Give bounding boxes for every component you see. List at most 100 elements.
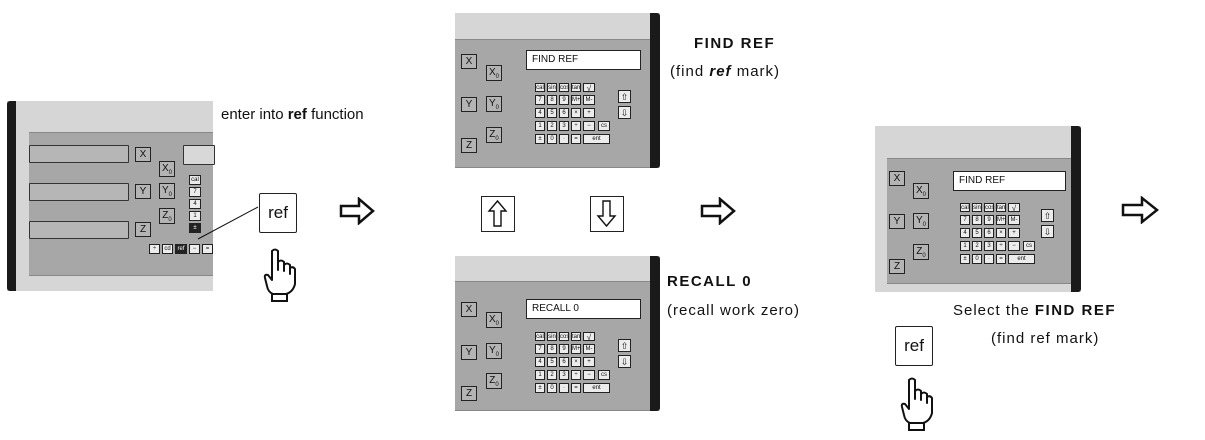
axis-key-x[interactable]: X bbox=[461, 54, 477, 69]
key-plusminus[interactable]: ± bbox=[960, 254, 970, 264]
key-cs[interactable]: cs bbox=[1023, 241, 1035, 251]
side-key-plusminus[interactable]: ± bbox=[189, 223, 201, 233]
key-dot[interactable]: · bbox=[984, 254, 994, 264]
key-7[interactable]: 7 bbox=[960, 215, 970, 225]
axis-key-x[interactable]: X bbox=[461, 302, 477, 317]
zero-key-y[interactable]: Y0 bbox=[486, 343, 502, 359]
zero-key-y[interactable]: Y0 bbox=[486, 96, 502, 112]
key-eq[interactable]: = bbox=[571, 383, 581, 393]
zero-key-x[interactable]: X0 bbox=[159, 161, 175, 177]
axis-key-x[interactable]: X bbox=[889, 171, 905, 186]
bottom-key-ref[interactable]: ref bbox=[175, 244, 187, 254]
zero-key-y[interactable]: Y0 bbox=[159, 183, 175, 199]
zero-key-z[interactable]: Z0 bbox=[159, 208, 175, 224]
key-4[interactable]: 4 bbox=[960, 228, 970, 238]
page-down-key-icon[interactable]: ⇩ bbox=[618, 355, 631, 368]
key-minus[interactable]: − bbox=[583, 370, 595, 380]
key-3[interactable]: 3 bbox=[559, 370, 569, 380]
key-7[interactable]: 7 bbox=[535, 344, 545, 354]
page-up-key-icon[interactable]: ⇧ bbox=[618, 90, 631, 103]
key-9[interactable]: 9 bbox=[984, 215, 994, 225]
key-3[interactable]: 3 bbox=[984, 241, 994, 251]
key-ent[interactable]: ent bbox=[583, 134, 610, 144]
key-5[interactable]: 5 bbox=[972, 228, 982, 238]
key-mminus[interactable]: M- bbox=[1008, 215, 1020, 225]
key-ent[interactable]: ent bbox=[1008, 254, 1035, 264]
key-9[interactable]: 9 bbox=[559, 344, 569, 354]
key-cal[interactable]: cal bbox=[535, 83, 545, 92]
key-4[interactable]: 4 bbox=[535, 357, 545, 367]
key-0[interactable]: 0 bbox=[972, 254, 982, 264]
key-mplus[interactable]: M+ bbox=[571, 95, 581, 105]
page-down-key-icon[interactable]: ⇩ bbox=[1041, 225, 1054, 238]
page-up-key-icon[interactable]: ⇧ bbox=[1041, 209, 1054, 222]
key-mminus[interactable]: M- bbox=[583, 344, 595, 354]
key-cos[interactable]: cos bbox=[984, 203, 995, 212]
side-key-1[interactable]: 1 bbox=[189, 211, 201, 221]
key-6[interactable]: 6 bbox=[984, 228, 994, 238]
key-2[interactable]: 2 bbox=[972, 241, 982, 251]
key-cos[interactable]: cos bbox=[559, 332, 570, 341]
key-cs[interactable]: cs bbox=[598, 370, 610, 380]
key-cal[interactable]: cal bbox=[960, 203, 970, 212]
key-plus[interactable]: + bbox=[583, 357, 595, 367]
key-mminus[interactable]: M- bbox=[583, 95, 595, 105]
key-tan[interactable]: tan bbox=[571, 332, 581, 341]
bottom-key-cd[interactable]: cd bbox=[162, 244, 173, 254]
sqrt-key-icon[interactable]: √ bbox=[583, 83, 595, 93]
key-0[interactable]: 0 bbox=[547, 134, 557, 144]
side-key-4[interactable]: 4 bbox=[189, 199, 201, 209]
key-sin[interactable]: sin bbox=[547, 332, 557, 341]
key-mul[interactable]: × bbox=[571, 108, 581, 118]
page-down-key-icon[interactable]: ⇩ bbox=[618, 106, 631, 119]
up-arrow-button[interactable] bbox=[481, 196, 515, 232]
key-plusminus[interactable]: ± bbox=[535, 383, 545, 393]
sqrt-key-icon[interactable]: √ bbox=[583, 332, 595, 342]
key-dot[interactable]: · bbox=[559, 383, 569, 393]
axis-key-y[interactable]: Y bbox=[135, 184, 151, 199]
key-1[interactable]: 1 bbox=[535, 370, 545, 380]
key-mplus[interactable]: M+ bbox=[571, 344, 581, 354]
side-key-cal[interactable]: cal bbox=[189, 175, 201, 185]
page-up-key-icon[interactable]: ⇧ bbox=[618, 339, 631, 352]
axis-key-x[interactable]: X bbox=[135, 147, 151, 162]
key-cs[interactable]: cs bbox=[598, 121, 610, 131]
zero-key-x[interactable]: X0 bbox=[913, 183, 929, 199]
zero-key-y[interactable]: Y0 bbox=[913, 213, 929, 229]
axis-key-z[interactable]: Z bbox=[889, 259, 905, 274]
key-8[interactable]: 8 bbox=[547, 344, 557, 354]
key-tan[interactable]: tan bbox=[996, 203, 1006, 212]
bottom-key-eq[interactable]: = bbox=[202, 244, 213, 254]
key-mplus[interactable]: M+ bbox=[996, 215, 1006, 225]
key-plus[interactable]: + bbox=[583, 108, 595, 118]
axis-key-z[interactable]: Z bbox=[461, 138, 477, 153]
key-2[interactable]: 2 bbox=[547, 370, 557, 380]
key-div[interactable]: ÷ bbox=[571, 370, 581, 380]
axis-key-y[interactable]: Y bbox=[461, 97, 477, 112]
zero-key-x[interactable]: X0 bbox=[486, 65, 502, 81]
axis-key-z[interactable]: Z bbox=[135, 222, 151, 237]
key-sin[interactable]: sin bbox=[972, 203, 982, 212]
key-8[interactable]: 8 bbox=[972, 215, 982, 225]
key-dot[interactable]: · bbox=[559, 134, 569, 144]
zero-key-z[interactable]: Z0 bbox=[486, 127, 502, 143]
key-9[interactable]: 9 bbox=[559, 95, 569, 105]
key-3[interactable]: 3 bbox=[559, 121, 569, 131]
key-6[interactable]: 6 bbox=[559, 357, 569, 367]
key-plus[interactable]: + bbox=[1008, 228, 1020, 238]
axis-key-y[interactable]: Y bbox=[889, 214, 905, 229]
key-7[interactable]: 7 bbox=[535, 95, 545, 105]
key-div[interactable]: ÷ bbox=[571, 121, 581, 131]
key-minus[interactable]: − bbox=[583, 121, 595, 131]
axis-key-y[interactable]: Y bbox=[461, 345, 477, 360]
key-mul[interactable]: × bbox=[996, 228, 1006, 238]
key-sin[interactable]: sin bbox=[547, 83, 557, 92]
key-eq[interactable]: = bbox=[571, 134, 581, 144]
key-div[interactable]: ÷ bbox=[996, 241, 1006, 251]
axis-key-z[interactable]: Z bbox=[461, 386, 477, 401]
key-tan[interactable]: tan bbox=[571, 83, 581, 92]
key-ent[interactable]: ent bbox=[583, 383, 610, 393]
key-5[interactable]: 5 bbox=[547, 357, 557, 367]
key-cal[interactable]: cal bbox=[535, 332, 545, 341]
key-minus[interactable]: − bbox=[1008, 241, 1020, 251]
